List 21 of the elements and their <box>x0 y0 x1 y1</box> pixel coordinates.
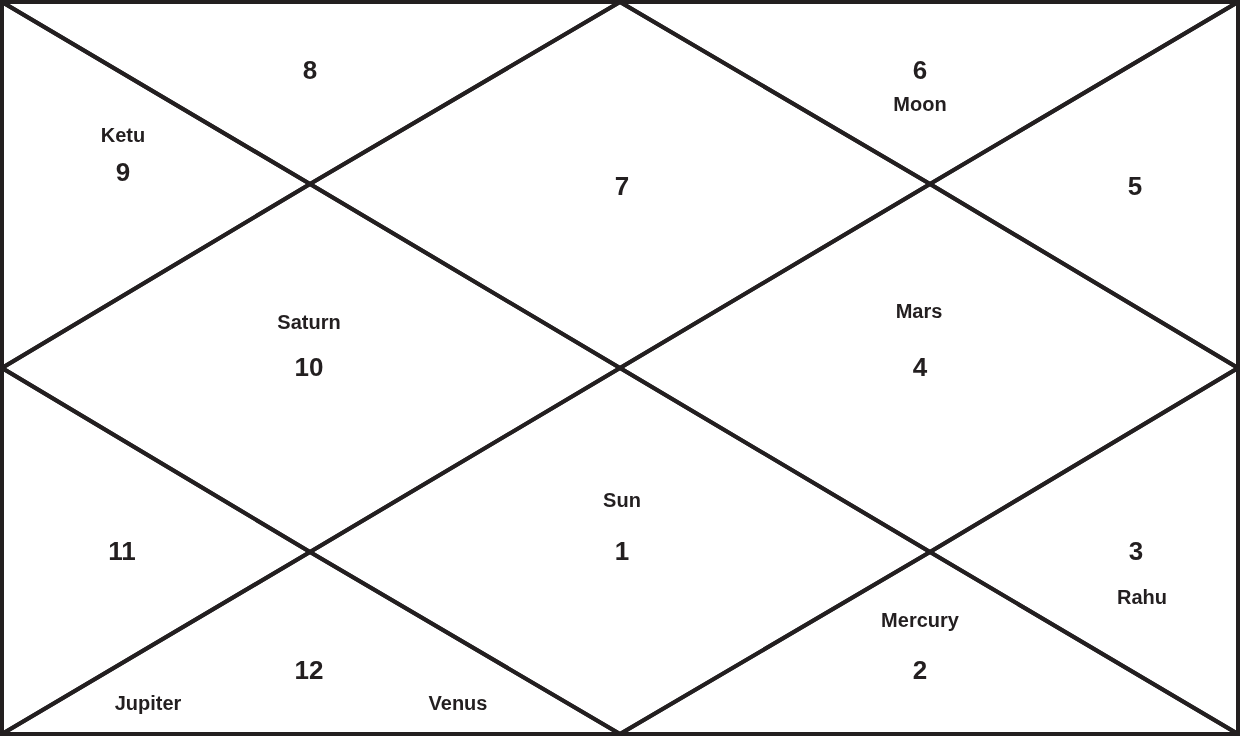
house-number: 3 <box>1128 538 1144 564</box>
house-number: 6 <box>912 57 928 83</box>
planet-label: Rahu <box>1117 587 1167 607</box>
planet-label: Mars <box>895 301 943 321</box>
house-number: 9 <box>115 159 131 185</box>
planet-label: Venus <box>428 693 488 713</box>
planet-label: Saturn <box>277 312 341 332</box>
planet-label: Jupiter <box>114 693 182 713</box>
house-number: 1 <box>614 538 630 564</box>
house-number: 7 <box>614 173 630 199</box>
house-number: 11 <box>108 538 136 564</box>
house-number: 5 <box>1127 173 1143 199</box>
house-number: 4 <box>912 354 928 380</box>
house-number: 8 <box>302 57 318 83</box>
planet-label: Sun <box>603 490 641 510</box>
planet-label: Moon <box>893 94 947 114</box>
house-number: 12 <box>294 657 324 683</box>
planet-label: Ketu <box>100 125 146 145</box>
house-number: 2 <box>912 657 928 683</box>
planet-label: Mercury <box>881 610 959 630</box>
house-number: 10 <box>294 354 324 380</box>
